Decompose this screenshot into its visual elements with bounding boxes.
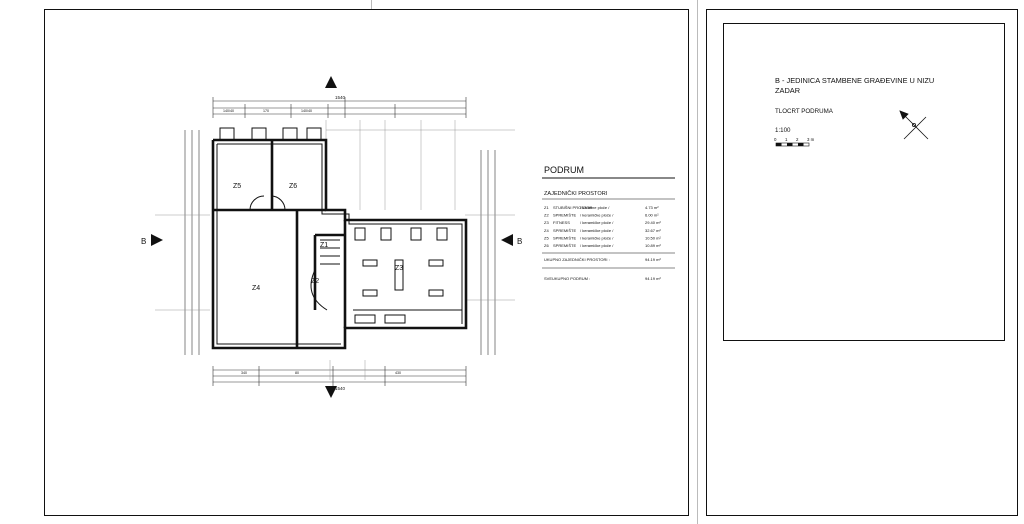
room-label-z3: Z3: [395, 265, 403, 272]
scale-tick-2: 2: [796, 137, 799, 142]
overall-dim-top: 1540: [335, 95, 346, 100]
project-title-line1: B - JEDINICA STAMBENE GRAĐEVINE U NIZU: [775, 76, 934, 85]
legend-row-4-finish: / keramičke ploče /: [580, 228, 614, 233]
legend-total-common-value: 94.19 m²: [645, 257, 661, 262]
section-markers: B B: [141, 76, 522, 398]
legend-row-1-finish: / kamene ploče /: [580, 205, 610, 210]
dim-bottom-2: 80: [295, 371, 299, 375]
title-block: B - JEDINICA STAMBENE GRAĐEVINE U NIZU Z…: [723, 23, 1005, 341]
legend-row-5-area: 10.50 m²: [645, 235, 661, 240]
legend-row-3-code: Z3: [544, 220, 549, 225]
legend-row-3-name: FITNESS: [553, 220, 570, 225]
room-legend: PODRUM ZAJEDNIČKI PROSTORI Z1 STUBIŠNI PR…: [542, 165, 675, 281]
room-label-z4: Z4: [252, 285, 260, 292]
legend-row-2-name: SPREMIŠTE: [553, 213, 576, 218]
legend-rows: Z1 STUBIŠNI PROSTOR/ kamene ploče / 4.73 m…: [544, 205, 661, 248]
dimension-lines: [184, 97, 496, 386]
scale-tick-3: 3 m: [807, 137, 815, 142]
legend-row-1-code: Z1: [544, 205, 549, 210]
scale-tick-1: 1: [785, 137, 788, 142]
scale-bar: 0 1 2 3 m: [774, 137, 815, 147]
legend-row-6-code: Z6: [544, 243, 549, 248]
room-label-z6: Z6: [289, 183, 297, 190]
room-label-z5: Z5: [233, 183, 241, 190]
cut-line: [697, 0, 698, 524]
legend-grand-total-label: SVEUKUPNO PODRUM :: [544, 276, 590, 281]
legend-row-5-code: Z5: [544, 235, 549, 240]
dim-top-2: 170: [263, 109, 269, 113]
inner-lines: [216, 127, 463, 345]
legend-row-5-name: SPREMIŠTE: [553, 235, 576, 240]
axis-lines: [155, 120, 515, 380]
dim-top-1: 140/40: [223, 109, 234, 113]
dim-top-3: 140/40: [301, 109, 312, 113]
section-marker-right: B: [517, 237, 522, 246]
legend-row-3-finish: / keramičke ploče /: [580, 220, 614, 225]
legend-row-6-finish: / keramičke ploče /: [580, 243, 614, 248]
legend-grand-total-value: 94.19 m²: [645, 276, 661, 281]
legend-row-2-code: Z2: [544, 213, 549, 218]
legend-row-4-area: 32.67 m²: [645, 228, 661, 233]
legend-title: PODRUM: [544, 165, 584, 175]
drawing-sheet-right: B - JEDINICA STAMBENE GRAĐEVINE U NIZU Z…: [706, 9, 1018, 516]
dim-bottom-3: 430: [395, 371, 401, 375]
floor-plan-drawing: B B 1540 1540 140/40 170 140/40 340 80 4…: [141, 76, 675, 398]
overall-dim-bottom: 1540: [335, 386, 346, 391]
scale-tick-0: 0: [774, 137, 777, 142]
title-block-drawing: B - JEDINICA STAMBENE GRAĐEVINE U NIZU Z…: [774, 76, 934, 147]
legend-row-1-name: STUBIŠNI PROSTOR: [553, 205, 592, 210]
legend-row-6-name: SPREMIŠTE: [553, 243, 576, 248]
room-label-z1: Z1: [320, 242, 328, 249]
drawing-title: TLOCRT PODRUMA: [775, 108, 834, 115]
north-arrow-icon: [899, 110, 929, 140]
legend-row-2-area: 6.00 m²: [645, 213, 659, 218]
legend-row-1-area: 4.73 m²: [645, 205, 659, 210]
legend-row-2-finish: / keramičke ploče /: [580, 213, 614, 218]
project-title-line2: ZADAR: [775, 86, 800, 95]
room-label-z2: Z2: [311, 278, 319, 285]
section-marker-left: B: [141, 237, 146, 246]
scale-ratio: 1:100: [775, 127, 791, 134]
legend-row-6-area: 10.89 m²: [645, 243, 661, 248]
legend-total-common-label: UKUPNO ZAJEDNIČKI PROSTORI :: [544, 257, 610, 262]
building-walls: [211, 138, 468, 350]
legend-row-4-code: Z4: [544, 228, 549, 233]
drawing-sheet-left: B B 1540 1540 140/40 170 140/40 340 80 4…: [44, 9, 689, 516]
cut-line: [371, 0, 372, 9]
legend-subtitle: ZAJEDNIČKI PROSTORI: [544, 190, 608, 197]
legend-row-4-name: SPREMIŠTE: [553, 228, 576, 233]
legend-row-5-finish: / keramičke ploče /: [580, 235, 614, 240]
legend-row-3-area: 29.40 m²: [645, 220, 661, 225]
dim-bottom-1: 340: [241, 371, 247, 375]
